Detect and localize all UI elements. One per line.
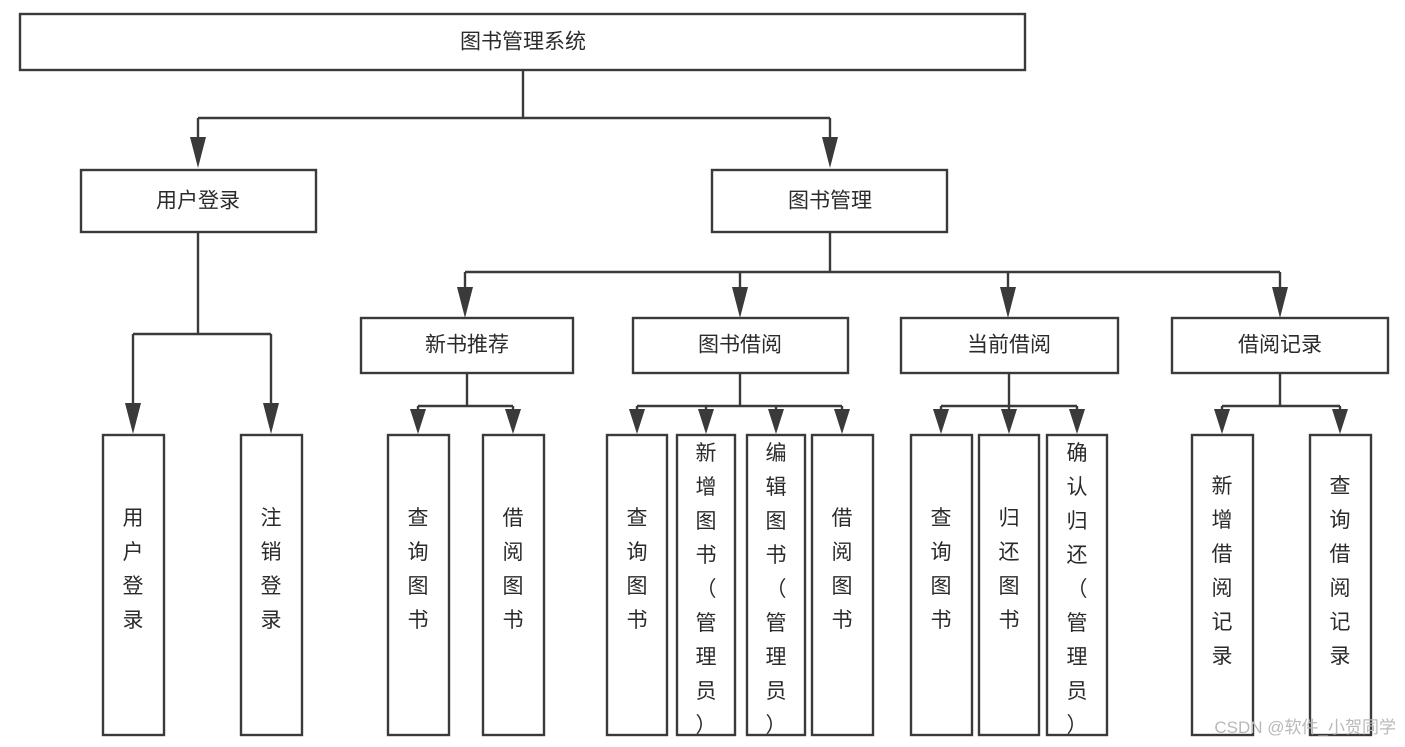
node-borrow-record-box[interactable] bbox=[1170, 316, 1390, 375]
leaf-return-book-box[interactable] bbox=[977, 433, 1041, 737]
node-root[interactable]: 图书管理系统 bbox=[18, 12, 1027, 72]
leaf-query-book-1-box[interactable] bbox=[386, 433, 451, 737]
leaf-add-borrow-record[interactable]: 新增借阅记录 bbox=[1190, 433, 1255, 737]
arrow-head-to-user-login bbox=[190, 137, 206, 168]
leaf-add-borrow-record-label: 新增借阅记录 bbox=[1212, 475, 1233, 668]
node-book-borrow-label: 图书借阅 bbox=[698, 334, 782, 357]
leaf-edit-book-admin-box[interactable] bbox=[745, 433, 807, 737]
leaf-user-login[interactable]: 用户登录 bbox=[101, 433, 166, 737]
leaf-logout-box[interactable] bbox=[239, 433, 304, 737]
leaf-user-login-label: 用户登录 bbox=[123, 507, 144, 632]
arrow-head-current-borrow bbox=[1000, 287, 1016, 318]
node-new-book-recommend[interactable]: 新书推荐 bbox=[359, 316, 575, 375]
leaf-return-book-label: 归还图书 bbox=[999, 507, 1020, 632]
arrow-head-logout-leaf bbox=[263, 403, 279, 434]
leaf-logout-label: 注销登录 bbox=[261, 507, 282, 632]
leaf-edit-book-admin-label: 编辑图书（管理员） bbox=[766, 442, 787, 737]
node-current-borrow-box[interactable] bbox=[899, 316, 1120, 375]
leaf-borrow-book-1-label: 借阅图书 bbox=[503, 507, 524, 632]
leaf-borrow-book-1-box[interactable] bbox=[481, 433, 546, 737]
leaf-borrow-book-2-label: 借阅图书 bbox=[832, 507, 853, 632]
leaf-query-book-1-label: 查询图书 bbox=[408, 507, 429, 632]
arrow-head-add-book-admin bbox=[698, 409, 714, 434]
arrow-head-new-book-recommend bbox=[457, 287, 473, 318]
connector-group-book-management bbox=[457, 232, 1288, 318]
arrow-head-query-book-3 bbox=[933, 409, 949, 434]
node-book-management-label: 图书管理 bbox=[788, 190, 872, 213]
leaf-query-book-2-label: 查询图书 bbox=[627, 507, 648, 632]
leaf-add-borrow-record-box[interactable] bbox=[1190, 433, 1255, 737]
leaf-confirm-return-admin-label: 确认归还（管理员） bbox=[1067, 442, 1088, 737]
arrow-head-query-borrow-record bbox=[1332, 409, 1348, 434]
connector-group-borrow-record bbox=[1214, 373, 1348, 434]
leaf-query-book-3-label: 查询图书 bbox=[931, 507, 952, 632]
arrow-head-return-book bbox=[1001, 409, 1017, 434]
leaf-query-borrow-record-box[interactable] bbox=[1308, 433, 1373, 737]
node-user-login-box[interactable] bbox=[79, 168, 318, 234]
node-root-box[interactable] bbox=[18, 12, 1027, 72]
arrow-head-add-borrow-record bbox=[1214, 409, 1230, 434]
arrow-head-query-book-1 bbox=[410, 409, 426, 434]
connector-group-current-borrow bbox=[933, 373, 1085, 434]
node-borrow-record-label: 借阅记录 bbox=[1238, 334, 1322, 357]
leaf-query-book-2[interactable]: 查询图书 bbox=[605, 433, 669, 737]
csdn-watermark: CSDN @软件_小贺同学 bbox=[1214, 718, 1396, 737]
arrow-head-edit-book-admin bbox=[768, 409, 784, 434]
arrow-head-borrow-record bbox=[1272, 287, 1288, 318]
leaf-query-borrow-record[interactable]: 查询借阅记录 bbox=[1308, 433, 1373, 737]
leaf-borrow-book-2-box[interactable] bbox=[810, 433, 875, 737]
arrow-head-query-book-2 bbox=[629, 409, 645, 434]
node-book-management-box[interactable] bbox=[710, 168, 949, 234]
leaf-return-book[interactable]: 归还图书 bbox=[977, 433, 1041, 737]
node-borrow-record[interactable]: 借阅记录 bbox=[1170, 316, 1390, 375]
node-current-borrow[interactable]: 当前借阅 bbox=[899, 316, 1120, 375]
arrow-head-confirm-return-admin bbox=[1069, 409, 1085, 434]
leaf-user-login-box[interactable] bbox=[101, 433, 166, 737]
leaf-edit-book-admin[interactable]: 编辑图书（管理员） bbox=[745, 433, 807, 737]
connector-group-book-borrow bbox=[629, 373, 850, 434]
leaf-query-book-1[interactable]: 查询图书 bbox=[386, 433, 451, 737]
connector-group-new-book-recommend bbox=[410, 373, 521, 434]
leaf-borrow-book-1[interactable]: 借阅图书 bbox=[481, 433, 546, 737]
leaf-confirm-return-admin-box[interactable] bbox=[1045, 433, 1109, 737]
leaf-add-book-admin-box[interactable] bbox=[675, 433, 737, 737]
leaf-query-book-3[interactable]: 查询图书 bbox=[909, 433, 974, 737]
arrow-head-user-login-leaf bbox=[125, 403, 141, 434]
node-current-borrow-label: 当前借阅 bbox=[967, 334, 1051, 357]
arrow-head-book-borrow bbox=[732, 287, 748, 318]
node-user-login[interactable]: 用户登录 bbox=[79, 168, 318, 234]
arrow-head-borrow-book-2 bbox=[834, 409, 850, 434]
connector-group-root bbox=[190, 70, 838, 168]
leaf-add-book-admin[interactable]: 新增图书（管理员） bbox=[675, 433, 737, 737]
leaf-borrow-book-2[interactable]: 借阅图书 bbox=[810, 433, 875, 737]
arrow-head-borrow-book-1 bbox=[505, 409, 521, 434]
node-book-borrow[interactable]: 图书借阅 bbox=[631, 316, 850, 375]
leaf-query-borrow-record-label: 查询借阅记录 bbox=[1330, 475, 1351, 668]
node-user-login-label: 用户登录 bbox=[156, 190, 240, 213]
leaf-logout[interactable]: 注销登录 bbox=[239, 433, 304, 737]
connector-group-user-login bbox=[125, 232, 279, 434]
leaf-add-book-admin-label: 新增图书（管理员） bbox=[696, 442, 717, 737]
leaf-query-book-3-box[interactable] bbox=[909, 433, 974, 737]
arrow-head-to-book-management bbox=[822, 137, 838, 168]
leaf-query-book-2-box[interactable] bbox=[605, 433, 669, 737]
node-book-management[interactable]: 图书管理 bbox=[710, 168, 949, 234]
node-new-book-recommend-box[interactable] bbox=[359, 316, 575, 375]
node-book-borrow-box[interactable] bbox=[631, 316, 850, 375]
node-new-book-recommend-label: 新书推荐 bbox=[425, 334, 509, 357]
node-root-label: 图书管理系统 bbox=[460, 31, 586, 54]
leaf-confirm-return-admin[interactable]: 确认归还（管理员） bbox=[1045, 433, 1109, 737]
